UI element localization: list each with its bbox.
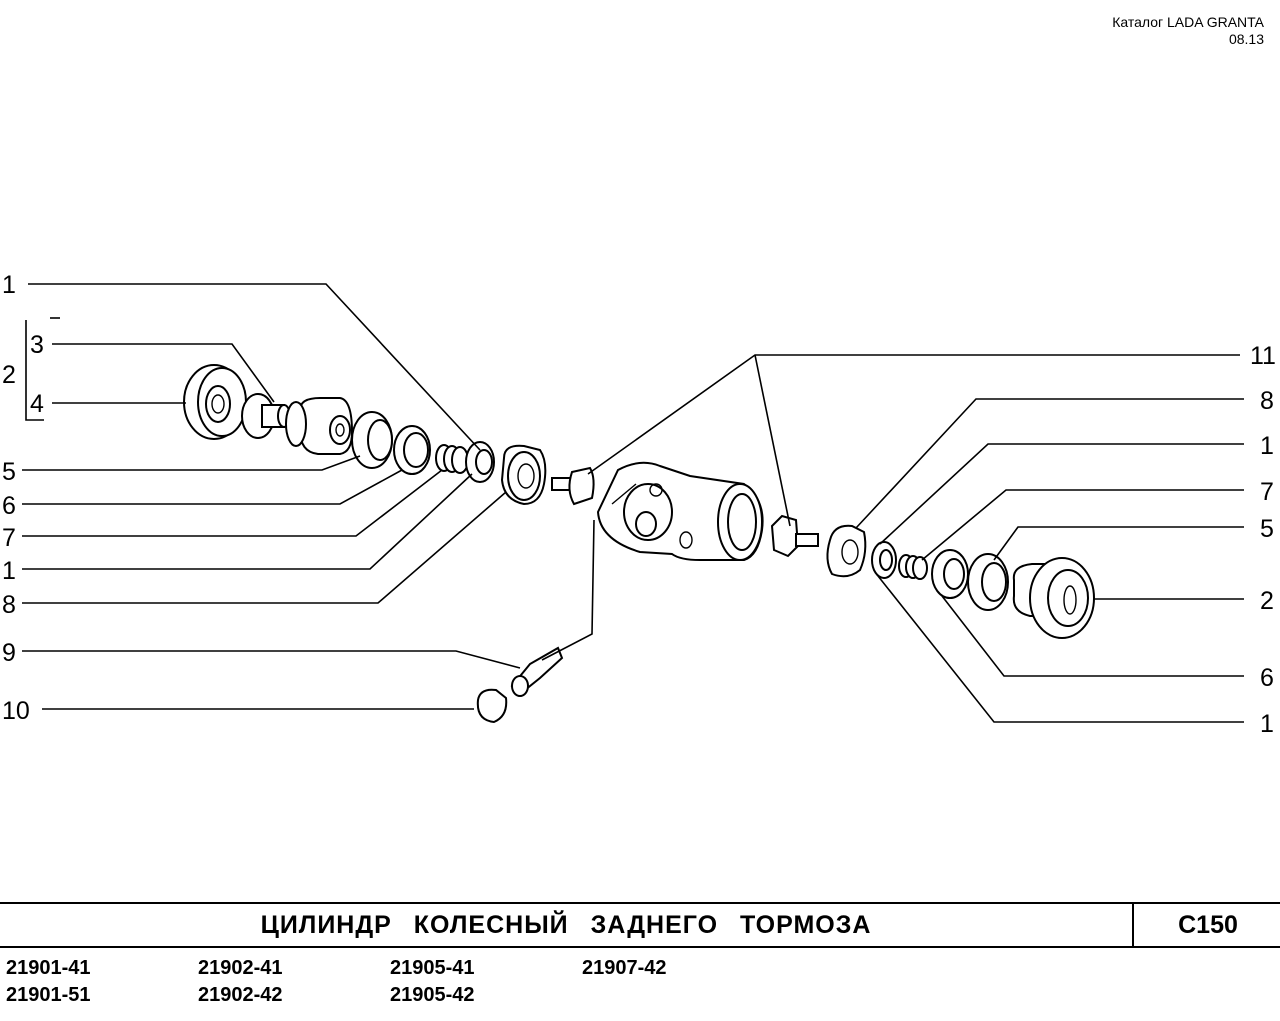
section-code: C150 <box>1132 904 1280 946</box>
left-cup-6 <box>393 425 431 475</box>
diagram-title: ЦИЛИНДР КОЛЕСНЫЙ ЗАДНЕГО ТОРМОЗА <box>260 911 872 939</box>
callout-1-mid-left: 1 <box>2 557 16 585</box>
callout-4: 4 <box>30 390 44 418</box>
left-seal-5 <box>351 411 393 469</box>
callout-2-left: 2 <box>2 361 16 389</box>
catalog-header: Каталог LADA GRANTA 08.13 <box>1112 14 1264 48</box>
callout-6-right: 6 <box>1260 664 1274 692</box>
model-number: 21901-51 <box>6 984 91 1006</box>
bleeder-screw-9 <box>510 646 564 697</box>
bleeder-cap-10 <box>476 688 508 724</box>
catalog-date: 08.13 <box>1228 31 1264 47</box>
callout-7-left: 7 <box>2 524 16 552</box>
callout-1-right-upper: 1 <box>1260 432 1274 460</box>
callout-8-right: 8 <box>1260 387 1274 415</box>
callout-8-left: 8 <box>2 591 16 619</box>
left-dust-cap <box>183 364 247 440</box>
right-piston-2 <box>1012 557 1095 639</box>
right-ring-1 <box>871 541 897 579</box>
exploded-parts-diagram: 1 3 2 4 5 6 7 1 8 9 10 11 8 1 7 5 2 6 1 <box>2 271 1276 738</box>
callout-1-top-left: 1 <box>2 271 16 299</box>
callout-5-left: 5 <box>2 458 16 486</box>
model-number: 21902-42 <box>198 984 283 1006</box>
left-adjuster <box>241 393 291 439</box>
left-ring-1 <box>465 441 495 483</box>
model-list: 21901-41 21902-41 21905-41 21907-42 2190… <box>6 956 766 1008</box>
model-number: 21902-41 <box>198 957 283 979</box>
callout-3: 3 <box>30 331 44 359</box>
right-seal-5 <box>967 553 1009 611</box>
right-cup-6 <box>931 549 969 599</box>
model-number: 21905-42 <box>390 984 475 1006</box>
callout-2-right: 2 <box>1260 587 1274 615</box>
right-spring-7 <box>898 554 928 580</box>
callout-10: 10 <box>2 697 30 725</box>
catalog-name: Каталог LADA GRANTA <box>1112 14 1264 30</box>
callout-11: 11 <box>1250 342 1276 370</box>
callout-9: 9 <box>2 639 16 667</box>
callout-7-right: 7 <box>1260 478 1274 506</box>
leader-lines <box>22 283 1244 723</box>
left-stop-ring-8 <box>500 444 547 506</box>
left-spring-7 <box>435 444 469 474</box>
cylinder-body <box>596 461 764 561</box>
left-piston <box>285 397 354 455</box>
title-bar: ЦИЛИНДР КОЛЕСНЫЙ ЗАДНЕГО ТОРМОЗА C150 <box>0 902 1280 948</box>
callout-5-right: 5 <box>1260 515 1274 543</box>
model-number: 21905-41 <box>390 957 475 979</box>
callout-1-right-lower: 1 <box>1260 710 1274 738</box>
model-number: 21907-42 <box>582 957 667 979</box>
left-bolt <box>551 466 595 506</box>
callout-6-left: 6 <box>2 492 16 520</box>
model-number: 21901-41 <box>6 957 91 979</box>
right-bolt <box>770 514 819 558</box>
right-stop-ring-8 <box>826 524 867 578</box>
